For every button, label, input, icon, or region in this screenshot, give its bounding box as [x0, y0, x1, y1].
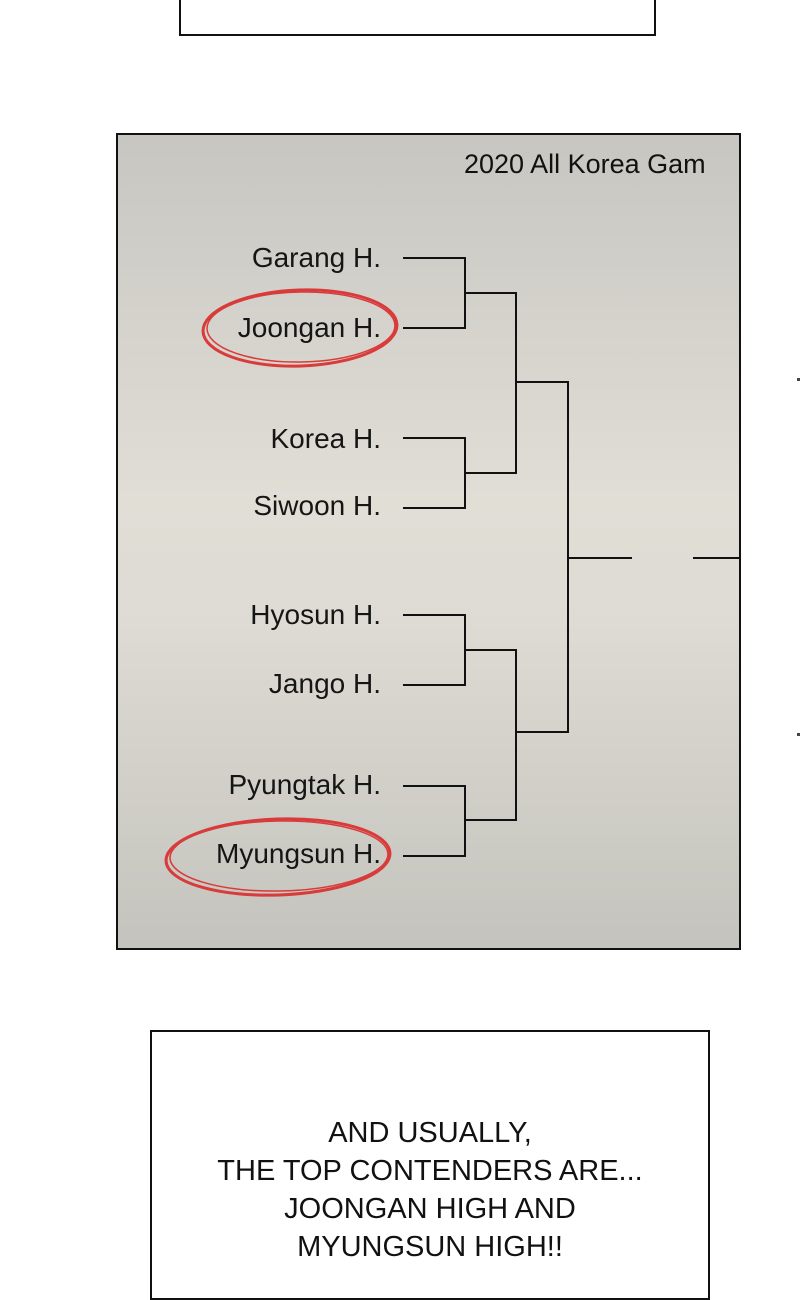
caption-line: JOONGAN HIGH AND	[284, 1193, 576, 1225]
bracket-line-r1-a	[403, 257, 466, 329]
bracket-line-r1-b	[403, 437, 466, 509]
team-label: Jango H.	[268, 668, 381, 699]
bracket-title: 2020 All Korea Gam	[464, 149, 706, 179]
team-label: Hyosun H.	[250, 599, 381, 630]
bracket-line-r3	[516, 381, 569, 733]
team-label: Siwoon H.	[253, 490, 381, 521]
bracket-line-r1-d	[403, 785, 466, 857]
bracket-line-r2-b	[465, 649, 517, 821]
highlight-circle-joongan	[201, 288, 399, 368]
caption-box: AND USUALLY, THE TOP CONTENDERS ARE... J…	[150, 1030, 710, 1300]
team-label: Pyungtak H.	[228, 769, 381, 800]
bracket-line-r1-c	[403, 614, 466, 686]
caption-text: AND USUALLY, THE TOP CONTENDERS ARE... J…	[152, 1114, 708, 1266]
highlight-circle-joongan-inner	[206, 291, 396, 363]
edge-mark	[797, 378, 800, 381]
team-label: Myungsun H.	[216, 838, 381, 869]
top-caption-box	[179, 0, 656, 36]
team-label: Joongan H.	[237, 312, 381, 343]
caption-line: THE TOP CONTENDERS ARE...	[217, 1155, 643, 1187]
caption-line: AND USUALLY,	[328, 1117, 532, 1149]
highlight-circle-myungsun-inner	[169, 820, 389, 892]
highlight-circle-myungsun	[164, 817, 392, 897]
bracket-lines	[164, 257, 739, 897]
tournament-bracket-panel: 2020 All Korea Gam Garang H. Joongan H. …	[116, 133, 741, 950]
caption-line: MYUNGSUN HIGH!!	[297, 1231, 563, 1263]
bracket-line-r2-a	[465, 292, 517, 474]
team-label: Korea H.	[270, 423, 382, 454]
team-label: Garang H.	[251, 242, 381, 273]
edge-mark	[797, 733, 800, 736]
